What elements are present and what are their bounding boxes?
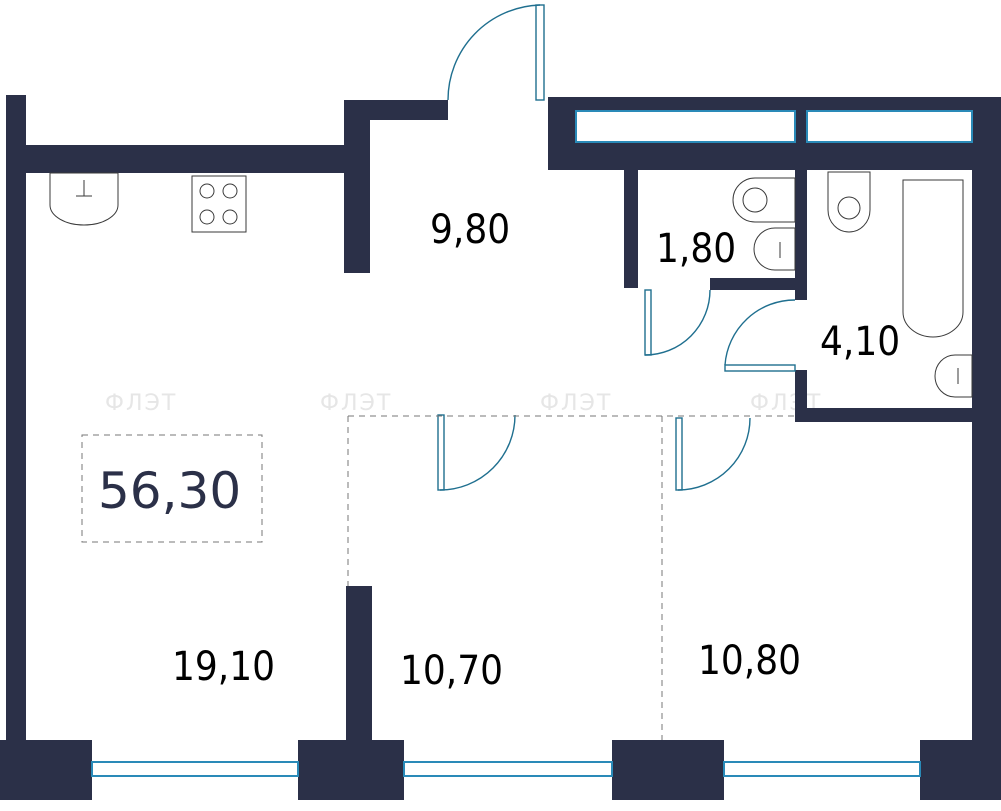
toilet-bowl bbox=[742, 187, 768, 213]
window-top-2 bbox=[806, 110, 973, 143]
wall-top-right-inner bbox=[548, 142, 976, 170]
wall-wc-left bbox=[624, 170, 638, 288]
wall-top-hall bbox=[344, 100, 448, 120]
watermark-group: ФЛЭТ ФЛЭТ ФЛЭТ ФЛЭТ bbox=[105, 391, 820, 416]
window-top-1 bbox=[575, 110, 796, 143]
door-bath-arc bbox=[724, 299, 796, 366]
door-bedroom1-leaf bbox=[437, 414, 445, 491]
windows bbox=[91, 110, 973, 777]
door-bedroom2-leaf bbox=[675, 417, 683, 491]
bathtub-icon bbox=[902, 179, 964, 338]
watermark-1: ФЛЭТ bbox=[105, 391, 177, 416]
zone-lines bbox=[81, 415, 795, 740]
door-bath-leaf bbox=[724, 364, 796, 372]
bath-area-label: 4,10 bbox=[820, 319, 900, 365]
wall-top-right bbox=[548, 97, 976, 111]
kitchen-sink-icon bbox=[49, 172, 119, 226]
fixtures bbox=[49, 171, 973, 398]
wall-wc-bottom bbox=[710, 278, 805, 290]
door-entrance-arc bbox=[447, 4, 541, 101]
total-area-label: 56,30 bbox=[98, 462, 241, 520]
wall-top-living bbox=[6, 145, 368, 173]
stove-icon bbox=[191, 175, 247, 233]
door-bedroom2-arc bbox=[677, 417, 751, 491]
wall-bedroom-partition bbox=[346, 586, 372, 746]
door-entrance-leaf bbox=[535, 4, 545, 101]
doors bbox=[437, 4, 796, 491]
window-bedroom1 bbox=[403, 761, 613, 777]
hall-area-label: 9,80 bbox=[430, 207, 510, 253]
wall-bottom-2 bbox=[298, 740, 404, 800]
wall-bottom-1 bbox=[0, 740, 92, 800]
wall-left bbox=[6, 95, 26, 745]
bedroom2-area-label: 10,80 bbox=[698, 638, 801, 684]
door-wc-leaf bbox=[644, 289, 652, 356]
bath-toilet-bowl bbox=[837, 196, 861, 220]
bath-sink-icon bbox=[934, 354, 973, 398]
watermark-3: ФЛЭТ bbox=[540, 391, 612, 416]
burner-2 bbox=[222, 183, 238, 199]
wall-top-right-divider bbox=[795, 100, 807, 170]
door-wc-arc bbox=[644, 289, 711, 356]
wall-bottom-4 bbox=[920, 740, 1001, 800]
wall-wc-bath-divider bbox=[795, 170, 807, 300]
burner-3 bbox=[199, 209, 215, 225]
burner-4 bbox=[222, 209, 238, 225]
door-bedroom1-arc bbox=[439, 414, 516, 491]
burner-1 bbox=[199, 183, 215, 199]
total-area-frame bbox=[81, 434, 263, 543]
wc-area-label: 1,80 bbox=[656, 226, 736, 272]
wall-right bbox=[972, 97, 1001, 747]
bedroom1-area-label: 10,70 bbox=[400, 648, 503, 694]
wall-bottom-3 bbox=[612, 740, 724, 800]
walls bbox=[0, 95, 1001, 800]
watermark-2: ФЛЭТ bbox=[320, 391, 392, 416]
wc-sink-icon bbox=[753, 227, 796, 271]
wall-bath-lower bbox=[795, 370, 807, 420]
window-living bbox=[91, 761, 299, 777]
living-area-label: 19,10 bbox=[172, 644, 275, 690]
wall-bath-bottom bbox=[795, 408, 975, 422]
room-labels: 9,80 1,80 4,10 19,10 10,70 10,80 56,30 bbox=[98, 207, 900, 694]
wall-partition-hall bbox=[344, 100, 370, 273]
window-bedroom2 bbox=[723, 761, 921, 777]
